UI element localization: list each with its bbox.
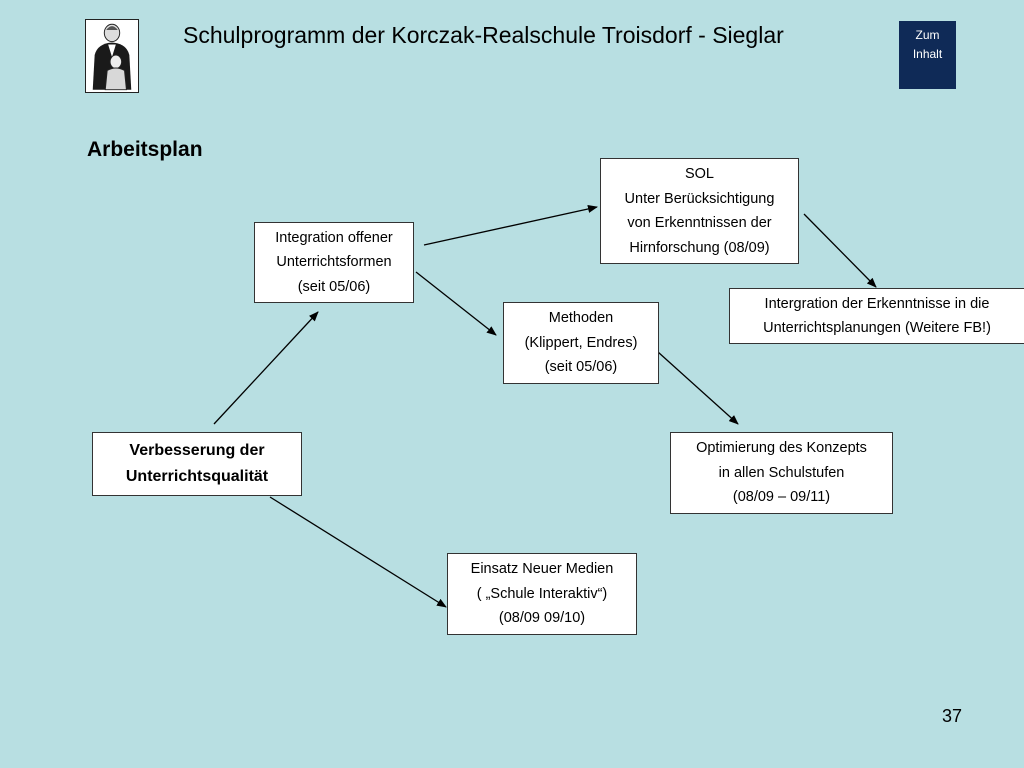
zum-inhalt-label-line1: Zum bbox=[915, 28, 940, 42]
box-sol-line4: Hirnforschung (08/09) bbox=[629, 239, 770, 256]
box-sol-line1: SOL bbox=[684, 166, 714, 182]
box-einsatz-neuer-medien: Einsatz Neuer Medien ( „Schule Interakti… bbox=[447, 553, 637, 635]
box-medien-line2: ( „Schule Interaktiv“) bbox=[476, 585, 608, 602]
box-intergration-line1: Intergration der Erkenntnisse in die bbox=[764, 295, 990, 312]
box-medien-line3: (08/09 09/10) bbox=[498, 610, 586, 627]
zum-inhalt-button[interactable]: Zum Inhalt bbox=[899, 21, 956, 89]
portrait-image bbox=[86, 20, 138, 92]
box-sol-line3: von Erkenntnissen der bbox=[627, 215, 772, 231]
arrow-integration-to-methoden bbox=[415, 271, 497, 336]
school-logo-portrait bbox=[85, 19, 139, 93]
arrow-sol-to-intergration bbox=[803, 213, 877, 288]
arrow-verbesserung-to-medien bbox=[269, 496, 447, 608]
box-integration-line2: Unterrichtsformen bbox=[276, 254, 392, 271]
page-number: 37 bbox=[941, 706, 962, 726]
box-optimierung-line2: in allen Schulstufen bbox=[718, 464, 845, 481]
box-methoden-line3: (seit 05/06) bbox=[544, 359, 618, 376]
zum-inhalt-label-line2: Inhalt bbox=[912, 47, 943, 61]
section-heading: Arbeitsplan bbox=[87, 138, 203, 161]
box-verbesserung-line1: Verbesserung der bbox=[129, 442, 265, 459]
box-integration-line1: Integration offener bbox=[275, 229, 393, 246]
box-methoden-line1: Methoden bbox=[548, 310, 614, 327]
box-integration-offener-unterrichtsformen: Integration offener Unterrichtsformen (s… bbox=[254, 222, 414, 303]
box-intergration-line2: Unterrichtsplanungen (Weitere FB!) bbox=[763, 320, 991, 336]
arrow-integration-to-sol bbox=[423, 205, 598, 246]
box-sol: SOL Unter Berücksichtigung von Erkenntni… bbox=[600, 158, 799, 264]
box-optimierung-line3: (08/09 – 09/11) bbox=[732, 489, 831, 506]
box-verbesserung-unterrichtsqualitaet: Verbesserung der Unterrichtsqualität bbox=[92, 432, 302, 496]
box-methoden-line2: (Klippert, Endres) bbox=[524, 334, 638, 351]
arrow-methoden-to-optimierung bbox=[657, 351, 739, 425]
box-optimierung-des-konzepts: Optimierung des Konzepts in allen Schuls… bbox=[670, 432, 893, 514]
box-methoden: Methoden (Klippert, Endres) (seit 05/06) bbox=[503, 302, 659, 384]
box-sol-line2: Unter Berücksichtigung bbox=[624, 190, 775, 207]
page-title: Schulprogramm der Korczak-Realschule Tro… bbox=[183, 22, 784, 48]
box-intergration-erkenntnisse: Intergration der Erkenntnisse in die Unt… bbox=[729, 288, 1024, 344]
box-integration-line3: (seit 05/06) bbox=[297, 278, 371, 295]
arrow-verbesserung-to-integration bbox=[213, 311, 319, 425]
box-optimierung-line1: Optimierung des Konzepts bbox=[696, 440, 867, 457]
box-verbesserung-line2: Unterrichtsqualität bbox=[125, 468, 269, 485]
box-medien-line1: Einsatz Neuer Medien bbox=[470, 561, 614, 578]
